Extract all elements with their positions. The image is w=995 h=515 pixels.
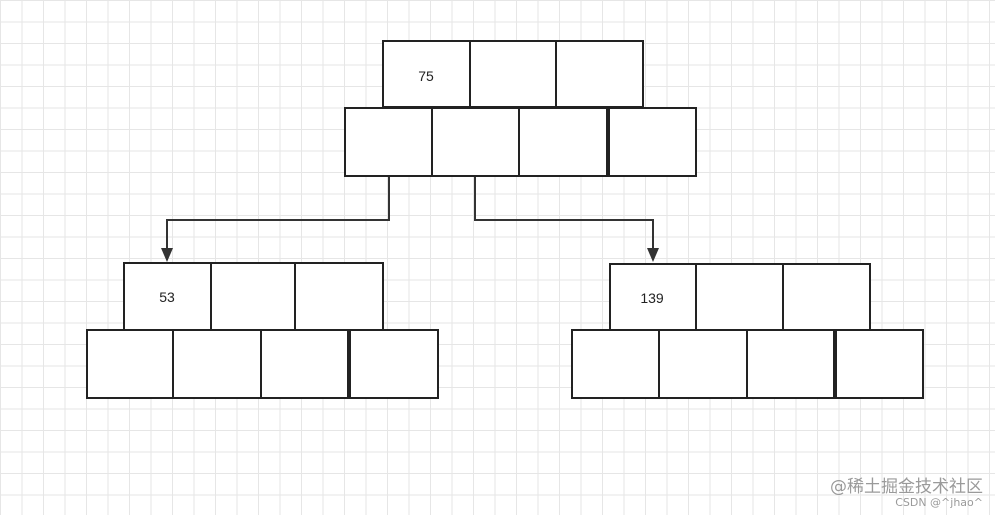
watermark-site: @稀土掘金技术社区 [830, 477, 983, 497]
node-left: 53 [86, 262, 439, 399]
root-key-row: 75 [382, 40, 644, 108]
left-pointer-cell-3 [349, 329, 439, 399]
root-key-cell-2 [555, 40, 644, 108]
left-pointer-cell-0 [86, 329, 174, 399]
left-key-cell-1 [210, 262, 296, 331]
edge-root-to-left [166, 177, 390, 250]
watermark-csdn: CSDN @^jhao^ [895, 496, 983, 509]
left-key-cell-0 [123, 262, 212, 331]
left-pointer-cell-2 [260, 329, 349, 399]
root-pointer-row [344, 107, 697, 177]
node-root: 75 [344, 40, 697, 177]
root-key-cell-1 [469, 40, 557, 108]
left-key-0: 53 [159, 289, 175, 305]
root-pointer-cell-1 [431, 107, 520, 177]
right-key-cell-2 [782, 263, 871, 331]
arrow-right-head [647, 248, 659, 262]
root-pointer-cell-0 [344, 107, 433, 177]
arrow-left-head [161, 248, 173, 262]
right-key-cell-1 [695, 263, 784, 331]
right-pointer-cell-0 [571, 329, 660, 399]
left-pointer-row [86, 329, 439, 399]
root-pointer-cell-2 [518, 107, 608, 177]
right-pointer-cell-2 [746, 329, 835, 399]
right-key-row: 139 [609, 263, 871, 331]
root-pointer-cell-3 [608, 107, 697, 177]
root-key-cell-0 [382, 40, 471, 108]
left-key-row: 53 [123, 262, 384, 331]
node-right: 139 [571, 263, 924, 399]
edge-root-to-right [474, 177, 654, 250]
right-pointer-cell-1 [658, 329, 748, 399]
tree-edges [161, 177, 659, 262]
right-pointer-row [571, 329, 924, 399]
right-pointer-cell-3 [835, 329, 924, 399]
left-pointer-cell-1 [172, 329, 262, 399]
left-key-cell-2 [294, 262, 384, 331]
right-key-0: 139 [640, 290, 664, 306]
root-key-0: 75 [418, 68, 434, 84]
